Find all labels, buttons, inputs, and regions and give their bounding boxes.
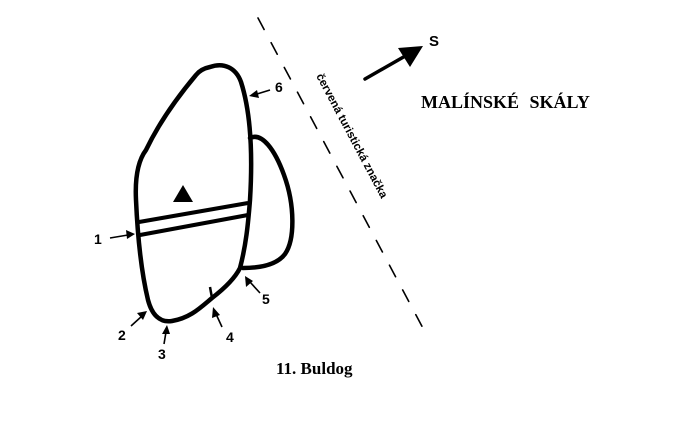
north-arrow: [363, 46, 423, 81]
route-5-arrowhead: [245, 276, 253, 287]
route-2-arrowhead: [137, 311, 147, 320]
secondary-boulder: [240, 134, 295, 271]
triangle-icon: [173, 185, 193, 202]
route-6-arrowhead: [249, 90, 259, 98]
route-label-1: 1: [94, 231, 102, 247]
route-4-arrow: [215, 313, 223, 328]
route-5-arrow: [249, 281, 261, 294]
route-1-arrowhead: [126, 230, 135, 239]
rock-caption: 11. Buldog: [276, 359, 353, 378]
route-label-5: 5: [262, 291, 270, 307]
route-1-arrow: [109, 234, 129, 239]
north-label: S: [429, 33, 439, 50]
trail-label: červená turistická značka: [313, 72, 389, 201]
trail-line: [257, 17, 426, 333]
route-6-arrow: [256, 89, 271, 95]
route-2-arrow: [130, 315, 143, 327]
area-title: MALÍNSKÉ SKÁLY: [421, 91, 590, 112]
route-label-3: 3: [158, 346, 166, 362]
crack-line-lower: [139, 213, 249, 237]
crack-line-upper: [138, 201, 249, 224]
route-label-2: 2: [118, 327, 126, 343]
route-4-mark: [208, 286, 214, 299]
route-arrows: [109, 89, 271, 345]
arrow-head-icon: [398, 46, 423, 67]
route-label-4: 4: [226, 329, 234, 345]
main-boulder: [133, 63, 254, 324]
route-4-arrowhead: [212, 307, 220, 318]
route-3-arrowhead: [162, 325, 170, 334]
route-label-6: 6: [275, 79, 283, 95]
arrow-icon: [363, 53, 409, 81]
